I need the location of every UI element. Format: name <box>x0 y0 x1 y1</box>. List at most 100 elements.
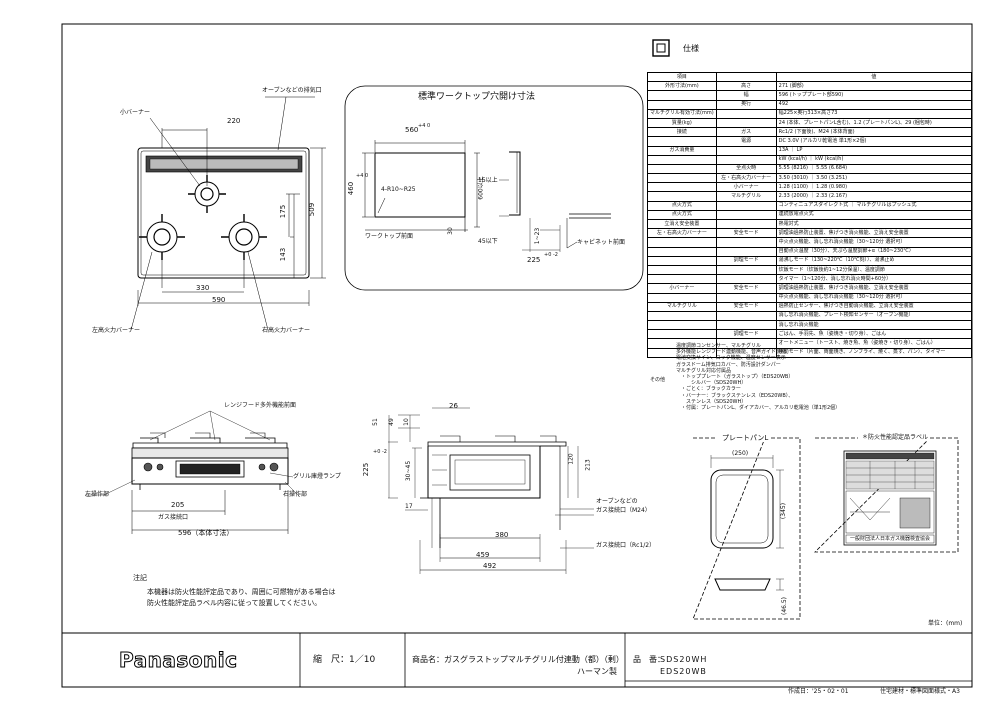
cutout-dim-30: 30 <box>446 227 454 235</box>
spec-other-line: ・トッププレート（ガラストップ）（EDS20WB） <box>676 374 794 381</box>
side-dim-49: 49 <box>387 418 395 426</box>
spec-cell: マルチグリル <box>647 301 717 312</box>
cutout-drawing <box>344 85 644 291</box>
spec-cell <box>647 310 717 322</box>
spec-cell: 調理油過熱防止装置、焦げつき消火機能、立消え安全装置 <box>775 228 973 239</box>
spec-cell: DC 3.0V (アルカリ乾電池 単1形×2個) <box>775 136 973 147</box>
spec-other-line: マルチグリル対応付属品 <box>676 367 732 374</box>
callout-small-burner: 小バーナー <box>120 109 151 116</box>
cutout-dim-560: 560 <box>405 126 419 134</box>
fire-label-org: 一般財団法人日本ガス機器検査協会 <box>850 536 931 542</box>
callout-left-ops: 左操作部 <box>85 491 110 498</box>
dim-509: 509 <box>308 202 317 217</box>
spec-cell <box>647 182 717 193</box>
spec-cell <box>715 108 777 119</box>
spec-cell: 値 <box>775 71 973 83</box>
cutout-title: 標準ワークトップ穴開け寸法 <box>418 92 536 102</box>
spec-other-label: その他 <box>650 377 666 383</box>
spec-row: kW (kcal/h) ｜ kW (kcal/h) <box>647 154 973 165</box>
spec-cell <box>715 320 777 331</box>
spec-other-line: 電池交換サイン、ロック機能、温度センサー表示 <box>676 355 786 362</box>
spec-cell: 接続 <box>647 127 717 138</box>
spec-cell <box>715 71 777 83</box>
spec-row: タイマー（1~120分、消し忘れ消火時間+60分） <box>647 274 973 285</box>
spec-cell: 安全モード <box>715 301 777 312</box>
spec-row: 小バーナー安全モード調理油過熱防止装置、焦げつき消火機能、立消え安全装置 <box>647 283 973 294</box>
front-dim-596: 596（本体寸法） <box>178 529 234 537</box>
spec-cell: 外形寸法(mm) <box>647 81 717 92</box>
spec-row: 項目値 <box>647 71 973 83</box>
dim-175: 175 <box>279 204 288 219</box>
spec-other-line: 多外機能レンジフード連動機能、音声ガイド機能 <box>676 349 787 356</box>
spec-row: 消し忘れ消火機能 <box>647 320 973 331</box>
plate-pan-dim-46-5: (46.5) <box>781 596 789 616</box>
label-worktop-front: ワークトップ前面 <box>365 233 414 240</box>
spec-other-line: ・付属：プレートパンL、ダイアカバー、アルカリ乾電池（単1形2個） <box>676 405 841 412</box>
plate-pan-dim-345: (345) <box>780 502 788 520</box>
spec-cell <box>715 154 777 165</box>
spec-cell: 調理モード <box>715 255 777 266</box>
cutout-dim-225: 225 <box>527 256 541 264</box>
spec-cell: 炊飯モード（炊飯後約1~12分保温）、温度調節 <box>775 264 973 276</box>
spec-cell <box>647 173 717 184</box>
plate-pan-drawing <box>692 437 801 620</box>
spec-cell: 幅 <box>715 90 777 101</box>
title-model-1: SDS20WH <box>660 655 708 664</box>
spec-cell: 消し忘れ消火機能 <box>775 320 973 331</box>
spec-cell <box>715 310 777 322</box>
spec-cell: 調理油過熱防止装置、焦げつき消火機能、立消え安全装置 <box>775 283 973 294</box>
spec-cell: 中火点火機能、消し忘れ消火機能（30~120分 選択可） <box>775 237 973 248</box>
spec-cell: コンティニュアスダイレクト式 ｜ マルチグリルはプッシュ式 <box>775 200 973 211</box>
spec-cell <box>647 136 717 147</box>
title-product: 商品名：ガスグラストップマルチグリル付連動（都）（剰） <box>412 655 624 664</box>
spec-cell: 調理モード <box>715 329 777 340</box>
notes-line-1: 本機器は防火性能評定品であり、周囲に可燃物がある場合は <box>147 588 336 596</box>
spec-other-line: ・バーナー：ブラックステンレス（EDS20WB）、 <box>676 392 794 399</box>
spec-cell <box>647 255 717 266</box>
spec-other-line: 温度調節コンセンサー、マルチグリル <box>676 343 761 349</box>
cutout-dim-15: 15以上 <box>478 177 498 184</box>
unit-label: 単位：(mm) <box>928 620 963 627</box>
spec-cell <box>647 329 717 340</box>
spec-cell <box>715 237 777 248</box>
spec-cell: 電源 <box>715 136 777 147</box>
spec-cell <box>715 117 777 129</box>
callout-lamp: グリル庫燈ランプ <box>293 473 341 480</box>
side-dim-213: 213 <box>584 459 592 471</box>
dim-590: 590 <box>212 296 226 304</box>
spec-cell: kW (kcal/h) ｜ kW (kcal/h) <box>775 154 973 165</box>
spec-cell: タイマー（1~120分、消し忘れ消火時間+60分） <box>775 274 973 285</box>
spec-cell: 左・右高火力バーナー <box>715 173 777 184</box>
spec-cell <box>715 274 777 285</box>
spec-cell: 質量(kg) <box>647 117 717 129</box>
spec-cell: 5.55 (8216) ｜ 5.55 (6.684) <box>775 163 973 175</box>
spec-cell <box>647 99 717 110</box>
spec-row: マルチグリル有効寸法(mm)幅225×奥行313×高さ73 <box>647 108 973 119</box>
side-dim-10: 10 <box>402 418 410 426</box>
spec-cell <box>715 264 777 276</box>
spec-other-line: ・ごとく：ブラックカラー <box>676 386 741 393</box>
panasonic-logo: Panasonic <box>118 648 238 673</box>
spec-row: 質量(kg)24 (本体、プレートパンL含む)、1.2 (プレートパンL)、29… <box>647 117 973 129</box>
callout-oven-gas-2: ガス接続口（M24） <box>596 507 651 514</box>
top-view-drawing <box>130 96 326 331</box>
dim-143: 143 <box>279 247 288 262</box>
spec-cell: 小バーナー <box>715 182 777 193</box>
title-date: 作成日：'25・02・01 <box>788 688 849 695</box>
spec-cell: 中火点火機能、消し忘れ消火機能（30~120分 選択可） <box>775 292 973 303</box>
callout-left-burner: 左高火力バーナー <box>92 327 141 334</box>
title-maker: ハーマン製 <box>577 667 617 676</box>
spec-cell <box>647 320 717 331</box>
spec-row: 調理モードごはん、手羽先、魚（姿焼き・切り身）、ごはん <box>647 329 973 340</box>
plate-pan-dim-250: (250) <box>732 450 749 457</box>
spec-cell: 271 (脚部) <box>775 81 973 92</box>
spec-cell: 奥行 <box>715 99 777 110</box>
callout-oven-exhaust: オーブンなどの排気口 <box>262 87 322 94</box>
